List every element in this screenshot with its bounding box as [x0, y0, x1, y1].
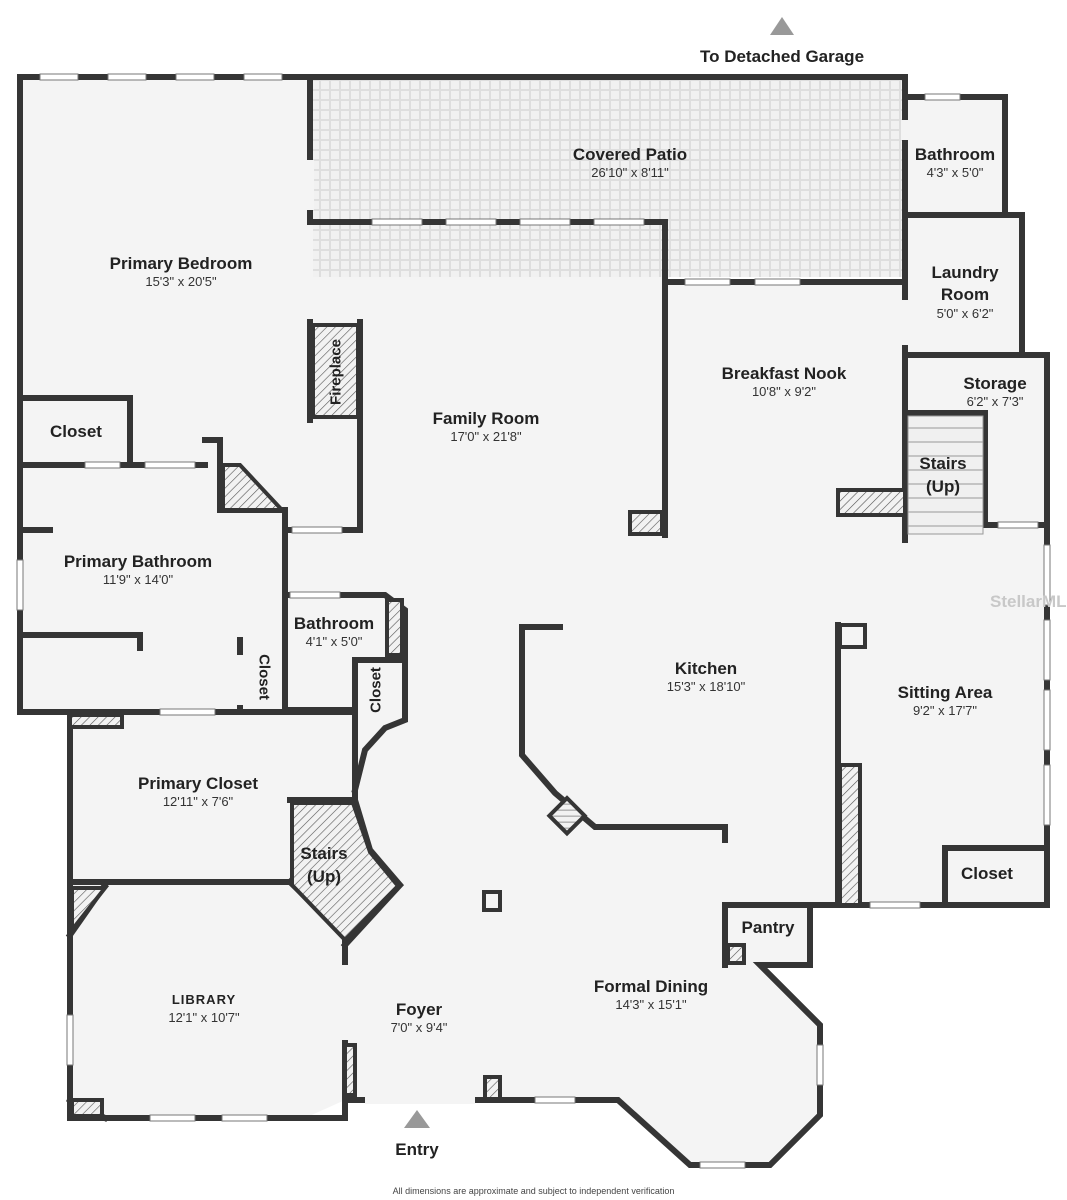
laundry-label: Laundry Room 5'0" x 6'2" [925, 262, 1005, 322]
family-room-name: Family Room [432, 409, 540, 428]
primary-bathroom-dim: 11'9" x 14'0" [102, 572, 174, 587]
sitting-area-name: Sitting Area [897, 683, 993, 702]
bathroom-mid-dim: 4'1" x 5'0" [305, 634, 363, 649]
formal-dining-dim: 14'3" x 15'1" [615, 997, 687, 1012]
primary-bedroom-name: Primary Bedroom [109, 254, 253, 273]
footer-disclaimer: All dimensions are approximate and subje… [392, 1186, 675, 1196]
library-name: LIBRARY [171, 992, 237, 1007]
primary-bedroom-dim: 15'3" x 20'5" [145, 274, 217, 289]
closet-left-label: Closet [50, 422, 102, 442]
bathroom-mid-label: Bathroom 4'1" x 5'0" [294, 614, 374, 650]
stairs-left-name: Stairs (Up) [300, 844, 348, 886]
watermark: StellarMLS [990, 592, 1067, 611]
closet-vertical-label: Closet [367, 667, 385, 713]
stairs-left-label: Stairs (Up) [294, 842, 354, 888]
pantry-name: Pantry [741, 918, 795, 937]
breakfast-nook-dim: 10'8" x 9'2" [751, 384, 817, 399]
storage-dim: 6'2" x 7'3" [966, 394, 1024, 409]
stairs-right-name: Stairs (Up) [919, 454, 967, 496]
library-label: LIBRARY 12'1" x 10'7" [168, 990, 239, 1026]
covered-patio-floor [313, 78, 905, 277]
covered-patio-label: Covered Patio 26'10" x 8'11" [573, 145, 687, 181]
bathroom-top-name: Bathroom [914, 145, 996, 164]
entry-label: Entry [395, 1140, 439, 1159]
primary-bedroom-label: Primary Bedroom 15'3" x 20'5" [110, 254, 253, 290]
storage-label: Storage 6'2" x 7'3" [963, 374, 1026, 410]
foyer-name: Foyer [395, 1000, 443, 1019]
bathroom-top-dim: 4'3" x 5'0" [926, 165, 984, 180]
bathroom-mid-name: Bathroom [293, 614, 375, 633]
closet-right-label: Closet [961, 864, 1013, 884]
openings [236, 120, 909, 1104]
entry-arrow-icon [404, 1110, 430, 1128]
laundry-dim: 5'0" x 6'2" [936, 306, 994, 321]
storage-name: Storage [963, 374, 1027, 393]
family-room-label: Family Room 17'0" x 21'8" [433, 409, 540, 445]
covered-patio-dim: 26'10" x 8'11" [591, 165, 669, 180]
family-room-dim: 17'0" x 21'8" [450, 429, 522, 444]
bathroom-top-label: Bathroom 4'3" x 5'0" [915, 145, 995, 181]
primary-bathroom-label: Primary Bathroom 11'9" x 14'0" [64, 552, 212, 588]
floor-fill [20, 77, 1047, 1165]
to-garage-arrow-icon [770, 17, 794, 35]
primary-bathroom-name: Primary Bathroom [63, 552, 213, 571]
stairs-right-label: Stairs (Up) [913, 452, 973, 498]
breakfast-nook-name: Breakfast Nook [721, 364, 847, 383]
kitchen-label: Kitchen 15'3" x 18'10" [667, 659, 746, 695]
sitting-area-dim: 9'2" x 17'7" [912, 703, 978, 718]
formal-dining-label: Formal Dining 14'3" x 15'1" [594, 977, 708, 1013]
laundry-name: Laundry Room [931, 263, 999, 304]
stairs-right-treads [907, 415, 984, 535]
fireplace-label: Fireplace [327, 339, 345, 405]
closet-left-name: Closet [50, 422, 102, 441]
primary-closet-label: Primary Closet 12'11" x 7'6" [138, 774, 258, 810]
windows [16, 73, 1051, 1169]
library-dim: 12'1" x 10'7" [168, 1010, 240, 1025]
pantry-label: Pantry [742, 918, 795, 938]
kitchen-name: Kitchen [674, 659, 738, 678]
foyer-label: Foyer 7'0" x 9'4" [391, 1000, 448, 1036]
kitchen-dim: 15'3" x 18'10" [666, 679, 746, 694]
sitting-area-label: Sitting Area 9'2" x 17'7" [898, 683, 993, 719]
formal-dining-name: Formal Dining [593, 977, 709, 996]
hatched-blocks [68, 323, 907, 1118]
to-detached-garage-label: To Detached Garage [699, 47, 865, 66]
closet-small-label: Closet [255, 654, 273, 700]
breakfast-nook-label: Breakfast Nook 10'8" x 9'2" [722, 364, 847, 400]
closet-right-name: Closet [961, 864, 1013, 883]
primary-closet-dim: 12'11" x 7'6" [162, 794, 234, 809]
covered-patio-name: Covered Patio [572, 145, 688, 164]
primary-closet-name: Primary Closet [138, 774, 258, 793]
foyer-dim: 7'0" x 9'4" [390, 1020, 448, 1035]
